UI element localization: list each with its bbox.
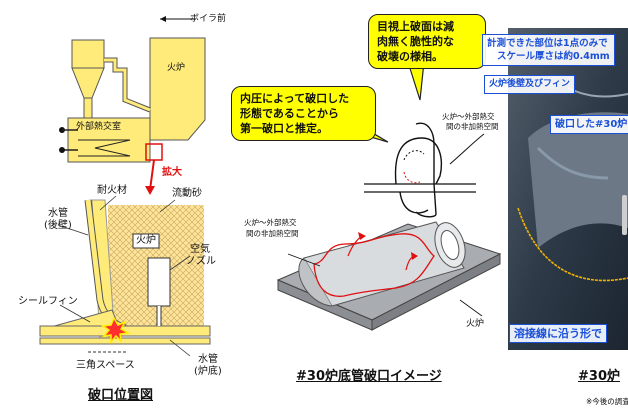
callout-brittle-line2: 肉無く脆性的な — [377, 35, 454, 48]
callout-internal-pressure-line2: 形態であることから — [240, 107, 339, 120]
air-nozzle-label: 空気 — [190, 244, 210, 255]
boiler-front-label: ボイラ前 — [190, 14, 227, 24]
water-tube-rear-label: 水管 — [48, 208, 68, 219]
callout-brittle-line3: 破壊の様相。 — [377, 50, 443, 63]
furnace-label: 火炉 — [167, 63, 186, 73]
callout-brittle-line1: 目視上破面は減 — [377, 20, 454, 33]
furnace-inner-label: 火炉 — [136, 235, 156, 246]
water-tube-bottom-label: 水管 — [198, 354, 218, 365]
space-label-top-2: 間の非加熱空間 — [446, 122, 499, 131]
air-nozzle-sublabel: ノズル — [186, 256, 216, 267]
space-label-left: 火炉～外部熱交 — [244, 218, 297, 227]
left-caption: 破口位置図 — [88, 388, 154, 403]
fracture-label: 破口した#30炉 — [550, 115, 628, 134]
seal-fin-label: シールフィン — [18, 296, 78, 307]
furnace-shape — [149, 37, 206, 141]
photo-note-line2: スケール厚さは約0.4mm — [497, 51, 610, 62]
callout-brittle-fracture: 目視上破面は減 肉無く脆性的な 破壊の様相。 — [368, 14, 486, 69]
tube-3d-illustration — [276, 221, 502, 331]
fracture-burst-icon — [100, 316, 131, 345]
space-label-left-2: 間の非加熱空間 — [246, 229, 299, 238]
external-hx-label: 外部熱交室 — [76, 122, 122, 132]
cyclone-shape — [71, 39, 105, 69]
photo-note: 計測できた部位は1点のみで スケール厚さは約0.4mm — [482, 34, 615, 66]
water-tube-rear-sublabel: (後壁) — [44, 220, 72, 231]
enlarge-arrow — [149, 159, 155, 191]
fluid-sand-label: 流動砂 — [172, 188, 202, 199]
photo-caption: #30炉 — [578, 369, 620, 384]
scrollbar-track[interactable] — [622, 195, 627, 235]
fracture-image-diagram — [276, 61, 502, 331]
tube-cross-section — [364, 122, 476, 218]
water-tube-bottom-sublabel: (炉底) — [194, 366, 222, 377]
callout-internal-pressure-line3: 第一破口と推定。 — [240, 122, 328, 135]
weld-label: 溶接線に沿う形で — [509, 324, 607, 343]
boiler-overview-diagram — [39, 16, 211, 357]
space-label-top: 火炉～外部熱交 — [442, 112, 495, 121]
refractory-label: 耐火材 — [97, 185, 127, 196]
air-nozzle — [147, 257, 171, 307]
rear-wall-fin-label: 火炉後壁及びフィン — [484, 75, 575, 94]
photo-footnote: ※今後の調査 — [586, 397, 628, 406]
callout-internal-pressure: 内圧によって破口した 形態であることから 第一破口と推定。 — [231, 86, 376, 141]
furnace-tube-label: 火炉 — [466, 319, 485, 329]
enlarge-label: 拡大 — [162, 167, 182, 178]
callout-internal-pressure-line1: 内圧によって破口した — [240, 92, 350, 105]
middle-caption: #30炉底管破口イメージ — [296, 369, 442, 384]
triangle-space-label: 三角スペース — [76, 360, 135, 371]
photo-note-line1: 計測できた部位は1点のみで — [487, 38, 608, 49]
